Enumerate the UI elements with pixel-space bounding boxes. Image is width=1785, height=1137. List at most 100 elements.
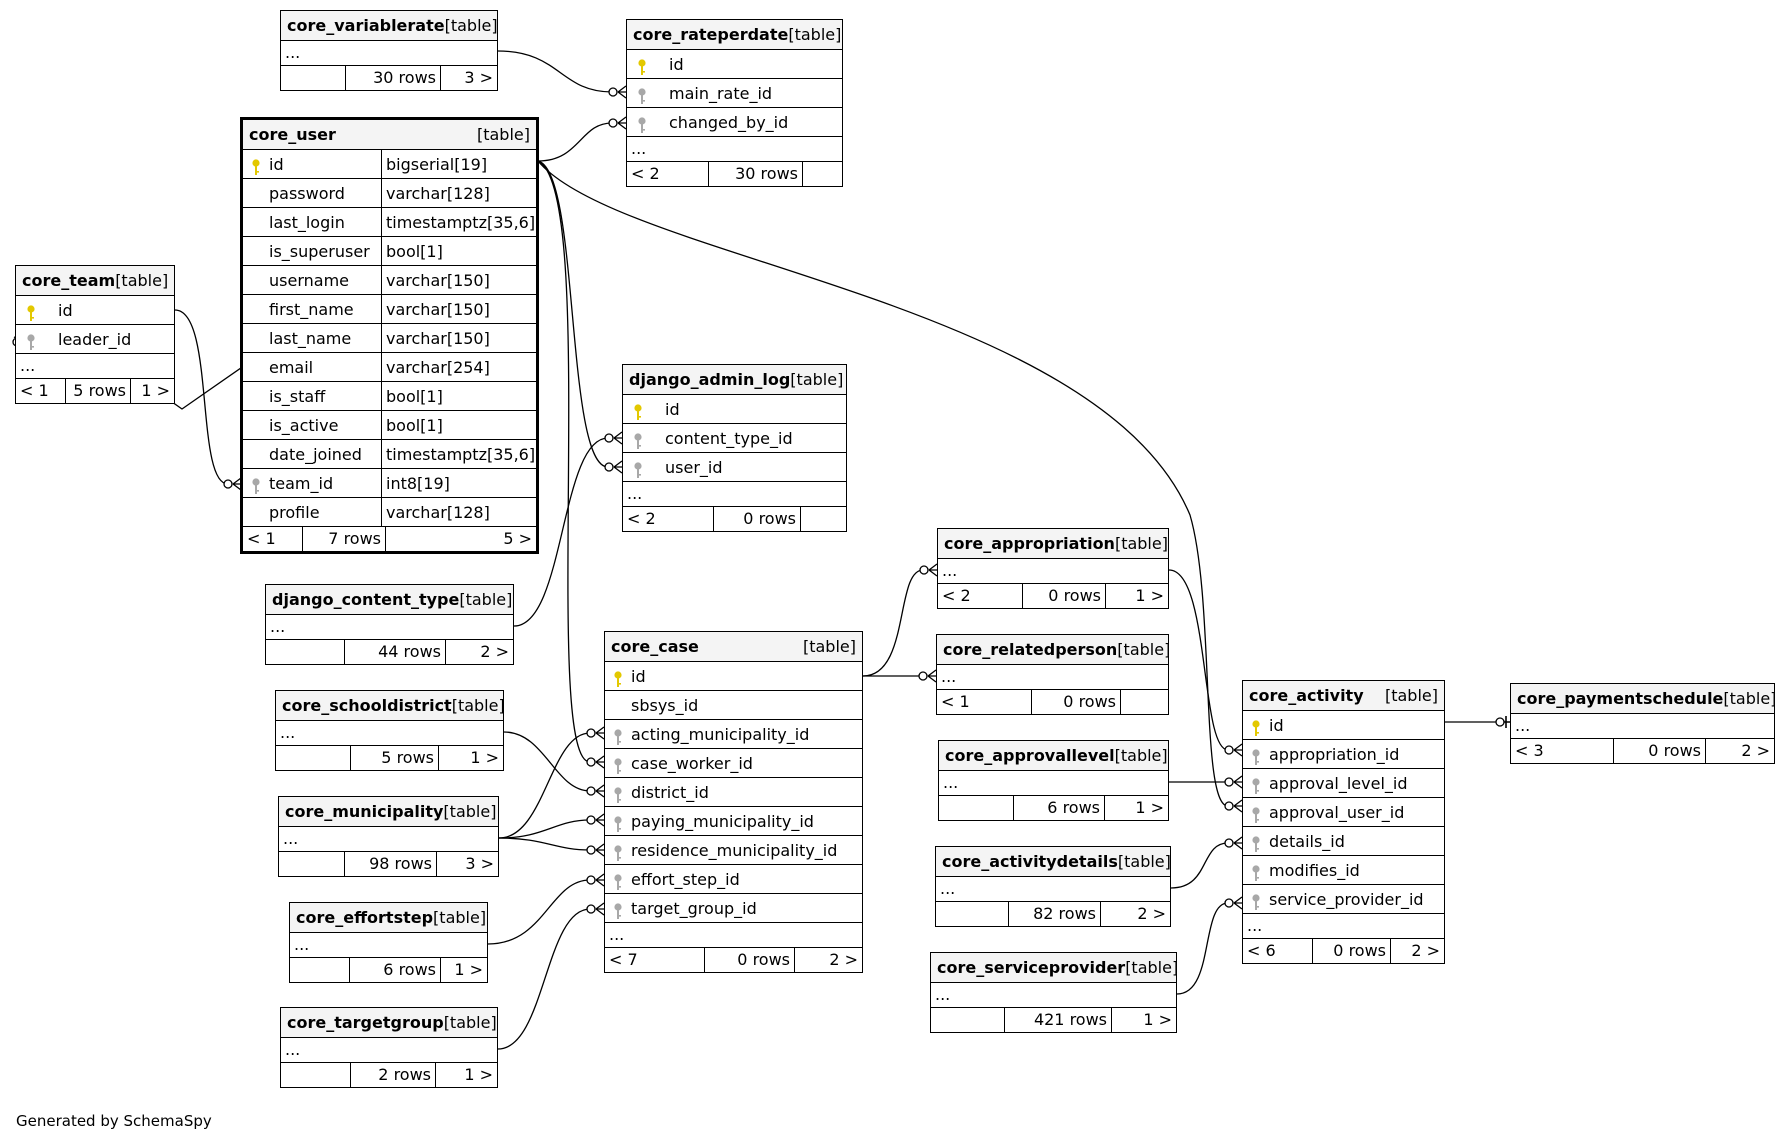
parents-count[interactable]: [281, 1063, 351, 1087]
parents-count[interactable]: < 3: [1511, 739, 1614, 763]
table-core-targetgroup[interactable]: core_targetgroup[table] ... 2 rows 1 >: [280, 1007, 498, 1088]
column-id[interactable]: id: [605, 662, 862, 691]
column-id[interactable]: id: [1243, 711, 1444, 740]
column-district-id[interactable]: district_id: [605, 778, 862, 807]
table-core-paymentschedule[interactable]: core_paymentschedule[table] ... < 3 0 ro…: [1510, 683, 1775, 764]
table-core-activitydetails[interactable]: core_activitydetails[table] ... 82 rows …: [935, 846, 1171, 927]
column-approval-user-id[interactable]: approval_user_id: [1243, 798, 1444, 827]
table-core-team[interactable]: core_team[table] id leader_id ... < 1 5 …: [15, 265, 175, 404]
column-target-group-id[interactable]: target_group_id: [605, 894, 862, 923]
column-service-provider-id[interactable]: service_provider_id: [1243, 885, 1444, 914]
children-count[interactable]: [803, 162, 842, 186]
parents-count[interactable]: [936, 902, 1009, 926]
column-name: target_group_id: [605, 894, 862, 922]
column-changed-by-id[interactable]: changed_by_id: [627, 108, 842, 136]
column-id[interactable]: id: [627, 50, 842, 78]
children-count[interactable]: 2 >: [829, 950, 858, 969]
column-id[interactable]: id: [623, 395, 846, 423]
zero-or-many-marker: [604, 460, 623, 474]
column-sbsys-id[interactable]: sbsys_id: [605, 691, 862, 720]
more-columns: ...: [936, 877, 1170, 902]
foreign-key-icon: [613, 784, 623, 803]
children-count[interactable]: 3 >: [464, 68, 493, 87]
children-count[interactable]: [1121, 690, 1168, 714]
parents-count[interactable]: [276, 746, 351, 770]
children-count[interactable]: 1 >: [470, 748, 499, 767]
column-effort-step-id[interactable]: effort_step_id: [605, 865, 862, 894]
children-count[interactable]: 1 >: [464, 1065, 493, 1084]
table-core-rateperdate[interactable]: core_rateperdate[table] id main_rate_id …: [626, 19, 843, 187]
children-count[interactable]: 2 >: [1741, 741, 1770, 760]
column-main-rate-id[interactable]: main_rate_id: [627, 79, 842, 107]
parents-count[interactable]: < 2: [938, 584, 1023, 608]
parents-count[interactable]: < 1: [243, 527, 303, 551]
column-id[interactable]: id: [16, 296, 174, 324]
children-count[interactable]: 5 >: [503, 529, 532, 548]
column-modifies-id[interactable]: modifies_id: [1243, 856, 1444, 885]
children-count[interactable]: 2 >: [480, 642, 509, 661]
column-appropriation-id[interactable]: appropriation_id: [1243, 740, 1444, 769]
table-core-approvallevel[interactable]: core_approvallevel[table] ... 6 rows 1 >: [938, 740, 1169, 821]
children-count[interactable]: 2 >: [1411, 941, 1440, 960]
parents-count[interactable]: < 1: [16, 379, 66, 403]
column-paying-municipality-id[interactable]: paying_municipality_id: [605, 807, 862, 836]
table-django-content-type[interactable]: django_content_type[table] ... 44 rows 2…: [265, 584, 514, 665]
table-kind: [table]: [443, 1013, 497, 1032]
parents-count[interactable]: < 2: [627, 162, 709, 186]
column-details-id[interactable]: details_id: [1243, 827, 1444, 856]
parents-count[interactable]: < 2: [623, 507, 714, 531]
table-core-municipality[interactable]: core_municipality[table] ... 98 rows 3 >: [278, 796, 499, 877]
table-core-appropriation[interactable]: core_appropriation[table] ... < 2 0 rows…: [937, 528, 1169, 609]
parents-count[interactable]: [939, 796, 1014, 820]
parents-count[interactable]: [290, 958, 350, 982]
children-count[interactable]: 1 >: [141, 381, 170, 400]
column-leader-id[interactable]: leader_id: [16, 325, 174, 353]
children-count[interactable]: 1 >: [1135, 798, 1164, 817]
parents-count[interactable]: [931, 1008, 1005, 1032]
parents-count[interactable]: < 7: [605, 948, 705, 972]
column-content-type-id[interactable]: content_type_id: [623, 424, 846, 452]
column-user-id[interactable]: user_id: [623, 453, 846, 481]
column-approval-level-id[interactable]: approval_level_id: [1243, 769, 1444, 798]
parents-count[interactable]: [266, 640, 345, 664]
zero-or-one-marker: [1495, 716, 1510, 728]
children-count[interactable]: 1 >: [1135, 586, 1164, 605]
table-core-serviceprovider[interactable]: core_serviceprovider[table] ... 421 rows…: [930, 952, 1177, 1033]
column-case-worker-id[interactable]: case_worker_id: [605, 749, 862, 778]
parents-count[interactable]: [279, 852, 345, 876]
table-name: django_admin_log: [629, 370, 791, 389]
children-count[interactable]: 2 >: [1137, 904, 1166, 923]
parents-count[interactable]: < 1: [937, 690, 1032, 714]
table-core-effortstep[interactable]: core_effortstep[table] ... 6 rows 1 >: [289, 902, 488, 983]
table-core-variablerate[interactable]: core_variablerate[table] ... 30 rows 3 >: [280, 10, 498, 91]
table-django-admin-log[interactable]: django_admin_log[table] id content_type_…: [622, 364, 847, 532]
children-count[interactable]: 1 >: [1143, 1010, 1172, 1029]
parents-count[interactable]: [281, 66, 346, 90]
column-acting-municipality-id[interactable]: acting_municipality_id: [605, 720, 862, 749]
parents-count[interactable]: < 6: [1243, 939, 1313, 963]
table-core-schooldistrict[interactable]: core_schooldistrict[table] ... 5 rows 1 …: [275, 690, 504, 771]
children-count[interactable]: 1 >: [454, 960, 483, 979]
table-core-relatedperson[interactable]: core_relatedperson[table] ... < 1 0 rows: [936, 634, 1169, 715]
foreign-key-icon: [1251, 862, 1261, 881]
children-count[interactable]: 3 >: [465, 854, 494, 873]
row-count: 421 rows: [1005, 1008, 1112, 1032]
children-count[interactable]: [801, 507, 846, 531]
column-residence-municipality-id[interactable]: residence_municipality_id: [605, 836, 862, 865]
